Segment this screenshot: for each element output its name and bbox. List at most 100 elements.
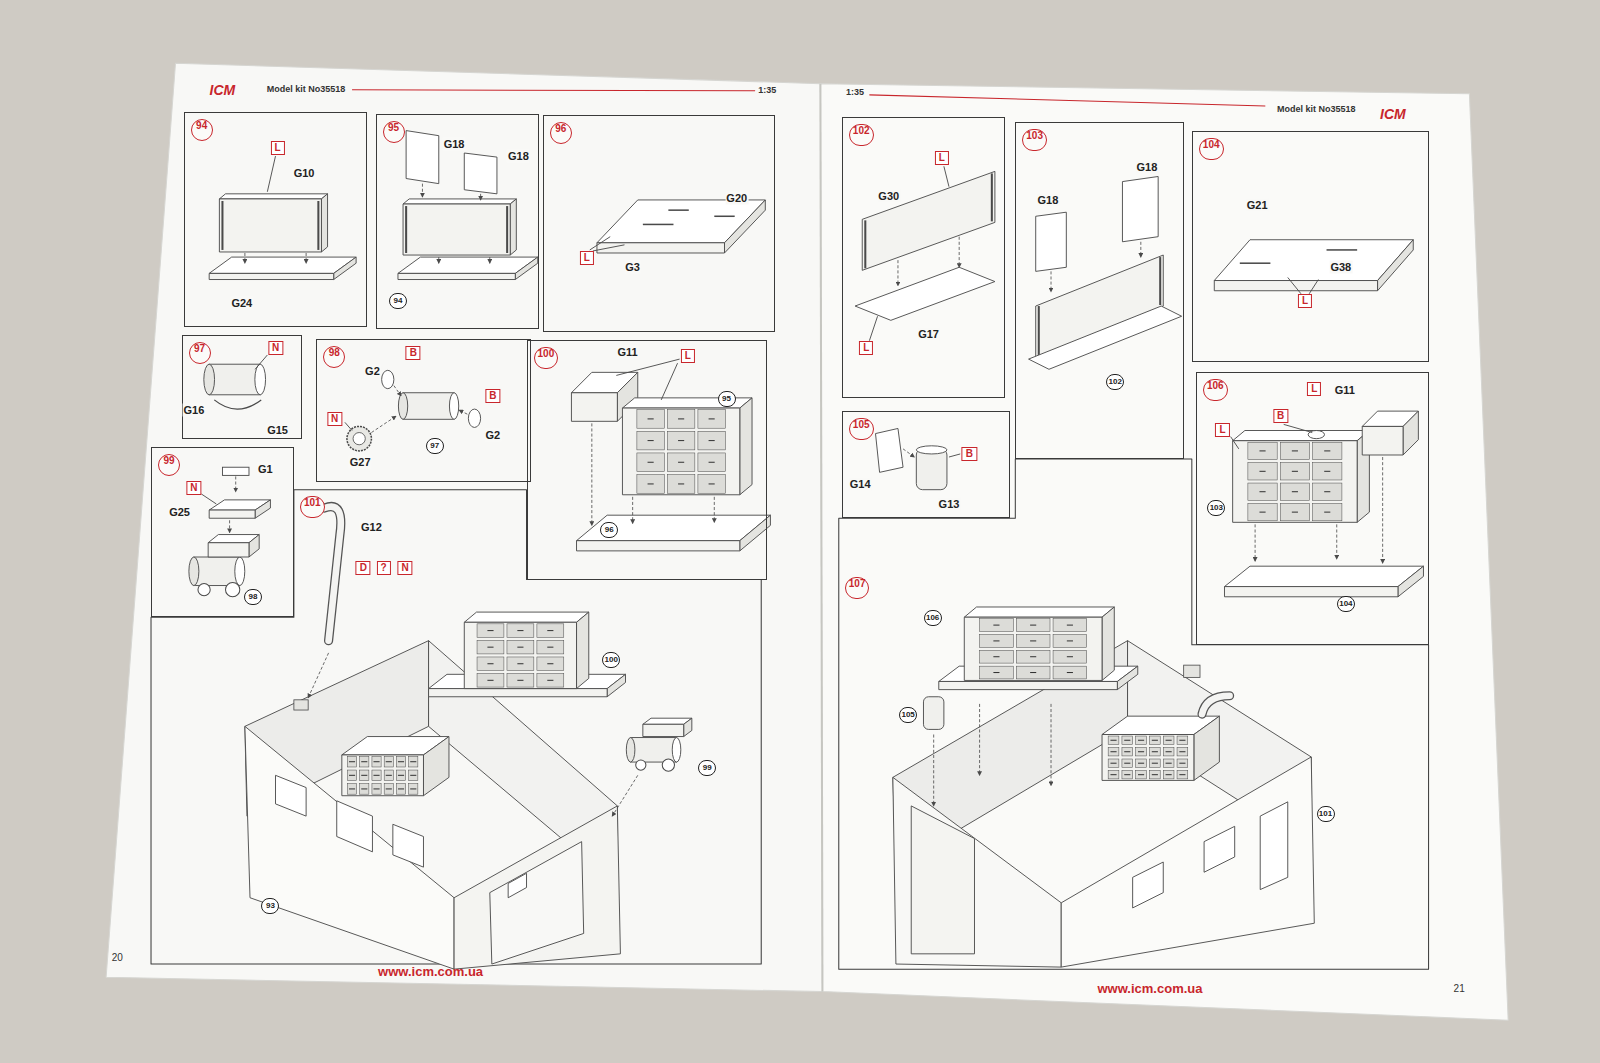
drawer-handle — [1166, 774, 1172, 775]
cabin-window — [1204, 826, 1235, 872]
drawer-handle — [648, 418, 654, 419]
assembly-arrow — [489, 257, 490, 263]
part-label: G11 — [1334, 383, 1356, 396]
drawer-handle — [386, 788, 392, 789]
assembly-arrow — [306, 253, 307, 263]
panel-rib — [1159, 257, 1161, 305]
marker-box: N — [397, 561, 412, 575]
step-panel: 104 — [1192, 131, 1429, 363]
tube-part — [209, 364, 260, 395]
callout-number: 99 — [698, 760, 716, 776]
drawer-handle — [1259, 512, 1265, 513]
drawer-handle — [648, 440, 654, 441]
drawer — [347, 770, 356, 781]
callout-number: 96 — [600, 522, 618, 538]
drawer — [477, 624, 504, 638]
wall-panel — [862, 171, 995, 270]
drawer — [1313, 463, 1342, 480]
drawer-handle — [1138, 763, 1144, 764]
drawer-handle — [1030, 672, 1036, 673]
drawer — [477, 640, 504, 654]
drawer-handle — [1067, 672, 1073, 673]
drawer — [507, 624, 534, 638]
drawer-handle — [648, 483, 654, 484]
drawer — [667, 453, 694, 472]
drawer — [1053, 635, 1087, 648]
base-plate — [334, 257, 356, 279]
drawer — [1163, 736, 1174, 744]
wheel — [662, 759, 674, 771]
drawer-handle — [487, 663, 493, 664]
drawer — [507, 674, 534, 688]
assembly-arrow — [1255, 524, 1256, 561]
drawer-cabinet — [1233, 431, 1370, 441]
leader-line — [267, 156, 275, 192]
step-number: 96 — [550, 122, 572, 144]
panel-rib — [1038, 306, 1040, 355]
drawer-handle — [1030, 656, 1036, 657]
drawer-handle — [373, 761, 379, 762]
side-panel — [406, 131, 439, 184]
step-number: 107 — [845, 577, 870, 599]
part-label: G15 — [266, 423, 289, 436]
part-label: G17 — [917, 327, 940, 340]
canister-part — [876, 428, 904, 472]
assembly-arrow — [1382, 457, 1383, 563]
marker-box: N — [327, 412, 342, 426]
drawer — [1163, 748, 1174, 756]
step-number: 103 — [1022, 129, 1047, 151]
drawer-handle — [1138, 740, 1144, 741]
assembly-arrow — [1051, 704, 1052, 786]
wall-panel — [321, 194, 327, 252]
drawer — [507, 657, 534, 671]
step-panel: 101 — [294, 490, 527, 618]
leader-line — [949, 454, 960, 457]
compressor-tank — [631, 738, 677, 762]
drawer-handle — [709, 462, 715, 463]
drawer — [698, 410, 725, 429]
callout-number: 103 — [1207, 500, 1225, 516]
drawer — [372, 756, 381, 767]
cabin-wall — [454, 806, 620, 969]
drawer-cabinet — [1233, 441, 1357, 523]
part-label: G25 — [168, 506, 191, 519]
shelf-plate — [429, 674, 626, 688]
part-label: G3 — [624, 261, 641, 274]
leader-line — [1309, 280, 1318, 294]
wheel — [636, 760, 646, 770]
cabin-wall — [893, 777, 1061, 967]
drawer-cabinet — [964, 617, 1102, 680]
step-frame — [151, 490, 761, 964]
drawer-handle — [517, 680, 523, 681]
drawer-handle — [349, 775, 355, 776]
panel-rib — [221, 201, 223, 250]
drawer-handle — [1324, 512, 1330, 513]
assembly-arrow — [903, 449, 914, 457]
motor-box — [643, 724, 684, 736]
drawer-handle — [1166, 751, 1172, 752]
callout-number: 97 — [426, 438, 444, 454]
drawer — [1248, 483, 1277, 500]
drawer — [1177, 770, 1188, 778]
step-number: 99 — [158, 454, 180, 476]
part-label: G18 — [1037, 194, 1060, 207]
marker-box: D — [356, 561, 371, 575]
drawer-handle — [1324, 450, 1330, 451]
page-fold — [820, 84, 822, 992]
base-plate — [1029, 306, 1182, 369]
shelf-plate — [1214, 281, 1377, 291]
callout-number: 98 — [244, 589, 262, 605]
drawer-handle — [1152, 740, 1158, 741]
drawer — [537, 674, 564, 688]
wall-box — [1184, 665, 1200, 677]
drawer-handle — [373, 788, 379, 789]
drawer — [1016, 619, 1050, 632]
assembly-arrow — [933, 735, 934, 806]
step-number: 106 — [1203, 379, 1228, 401]
drawer — [637, 410, 664, 429]
marker-box: L — [935, 151, 949, 165]
drawer — [396, 770, 405, 781]
drawer — [1248, 463, 1277, 480]
motor-box — [684, 718, 692, 736]
step-number: 104 — [1199, 138, 1224, 160]
